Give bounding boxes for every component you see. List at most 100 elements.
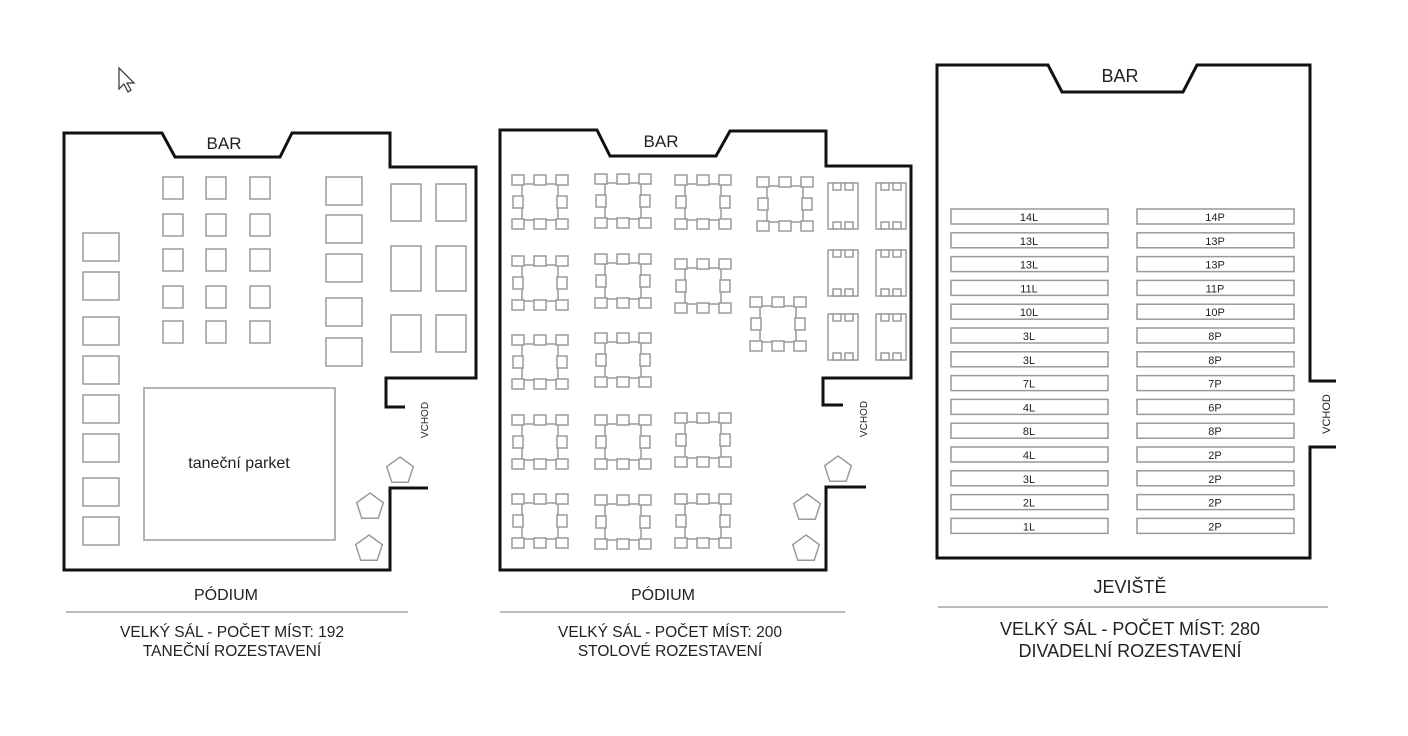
table-8-seats — [674, 174, 732, 230]
chair — [556, 355, 568, 369]
seat-row-bar — [1136, 517, 1295, 535]
chair — [800, 176, 814, 188]
plan-dance-layout: BAR taneční parket VCHOD PÓDIUM VELKÝ SÁ… — [62, 131, 478, 660]
seat-row-bar — [950, 232, 1109, 249]
small-table — [162, 176, 184, 200]
small-table — [249, 320, 271, 344]
small-table — [162, 285, 184, 309]
chair — [696, 258, 710, 270]
small-table — [205, 320, 227, 344]
chair — [556, 514, 568, 528]
plan2-entrance-label: VCHOD — [859, 401, 870, 437]
plan3-walls — [935, 63, 1336, 560]
small-table — [205, 176, 227, 200]
small-table — [162, 248, 184, 272]
chair — [718, 412, 732, 424]
chair — [511, 174, 525, 186]
small-table — [205, 213, 227, 237]
chair — [511, 255, 525, 267]
chair — [638, 332, 652, 344]
chair — [594, 494, 608, 506]
seat-row: 4L — [950, 446, 1109, 463]
chair — [771, 296, 785, 308]
chair — [555, 174, 569, 186]
table-4-seats — [827, 182, 859, 230]
table-8-seats — [594, 494, 652, 550]
chair — [719, 433, 731, 447]
chair — [594, 414, 608, 426]
chair — [675, 279, 687, 293]
seat-row-label: 14L — [1020, 212, 1038, 224]
seat-row: 13L — [950, 255, 1109, 273]
chair — [512, 195, 524, 209]
table — [325, 176, 363, 206]
chair — [616, 538, 630, 550]
seat-row-label: 2P — [1208, 498, 1221, 510]
chair — [638, 297, 652, 309]
seat-row-label: 8P — [1208, 426, 1221, 438]
pentagon-icon — [792, 493, 822, 521]
chair — [832, 352, 842, 361]
seat-row-bar — [1136, 398, 1295, 416]
seat-row-bar — [950, 446, 1109, 463]
chair — [639, 515, 651, 529]
plan2-bar-label: BAR — [644, 132, 679, 151]
seat-row-label: 8P — [1208, 331, 1221, 343]
seat-row: 2P — [1136, 446, 1295, 463]
chair — [512, 276, 524, 290]
chair — [880, 182, 890, 191]
table — [390, 183, 422, 222]
dance-floor-label: taneční parket — [188, 455, 290, 472]
seat-row-label: 10L — [1020, 307, 1038, 319]
chair — [594, 217, 608, 229]
chair — [594, 297, 608, 309]
seat-row-label: 3L — [1023, 474, 1035, 486]
table — [82, 355, 120, 385]
seat-row-label: 13L — [1020, 236, 1038, 248]
seat-row-bar — [950, 208, 1109, 225]
seat-row-bar — [950, 351, 1109, 368]
table-top — [684, 421, 722, 459]
plan3-stage-label: JEVIŠTĚ — [1093, 576, 1166, 597]
seat-row-bar — [1136, 279, 1295, 297]
chair — [533, 458, 547, 470]
chair — [555, 255, 569, 267]
plan-table-layout: BAR VCHOD PÓDIUM VELKÝ SÁL - POČET MÍST:… — [498, 128, 913, 660]
seat-row-label: 13L — [1020, 260, 1038, 272]
seat-row-bar — [950, 517, 1109, 535]
chair — [638, 376, 652, 388]
table-8-seats — [511, 414, 569, 470]
seat-row: 11P — [1136, 279, 1295, 297]
chair — [880, 249, 890, 258]
chair — [674, 493, 688, 505]
table-4-seats — [827, 249, 859, 297]
chair — [616, 494, 630, 506]
chair — [719, 195, 731, 209]
seat-row-bar — [950, 470, 1109, 487]
chair — [616, 173, 630, 185]
chair — [616, 217, 630, 229]
seat-row: 3L — [950, 351, 1109, 368]
seat-row-bar — [950, 279, 1109, 297]
table-4-seats — [875, 313, 907, 361]
seat-row-label: 7P — [1208, 379, 1221, 391]
chair — [832, 313, 842, 322]
table-top — [521, 264, 559, 302]
chair — [756, 220, 770, 232]
table-4-seats — [875, 249, 907, 297]
chair — [511, 537, 525, 549]
seat-row-bar — [950, 303, 1109, 320]
chair — [674, 302, 688, 314]
seat-row-bar — [1136, 374, 1295, 392]
chair — [594, 538, 608, 550]
chair — [594, 376, 608, 388]
chair — [533, 378, 547, 390]
chair — [696, 412, 710, 424]
table-8-seats — [511, 255, 569, 311]
plan2-caption-line2: STOLOVÉ ROZESTAVENÍ — [578, 643, 763, 660]
seat-row-bar — [1136, 303, 1295, 320]
chair — [556, 435, 568, 449]
seat-row: 13P — [1136, 232, 1295, 249]
table-8-seats — [594, 173, 652, 229]
plan2-walls — [498, 128, 913, 572]
